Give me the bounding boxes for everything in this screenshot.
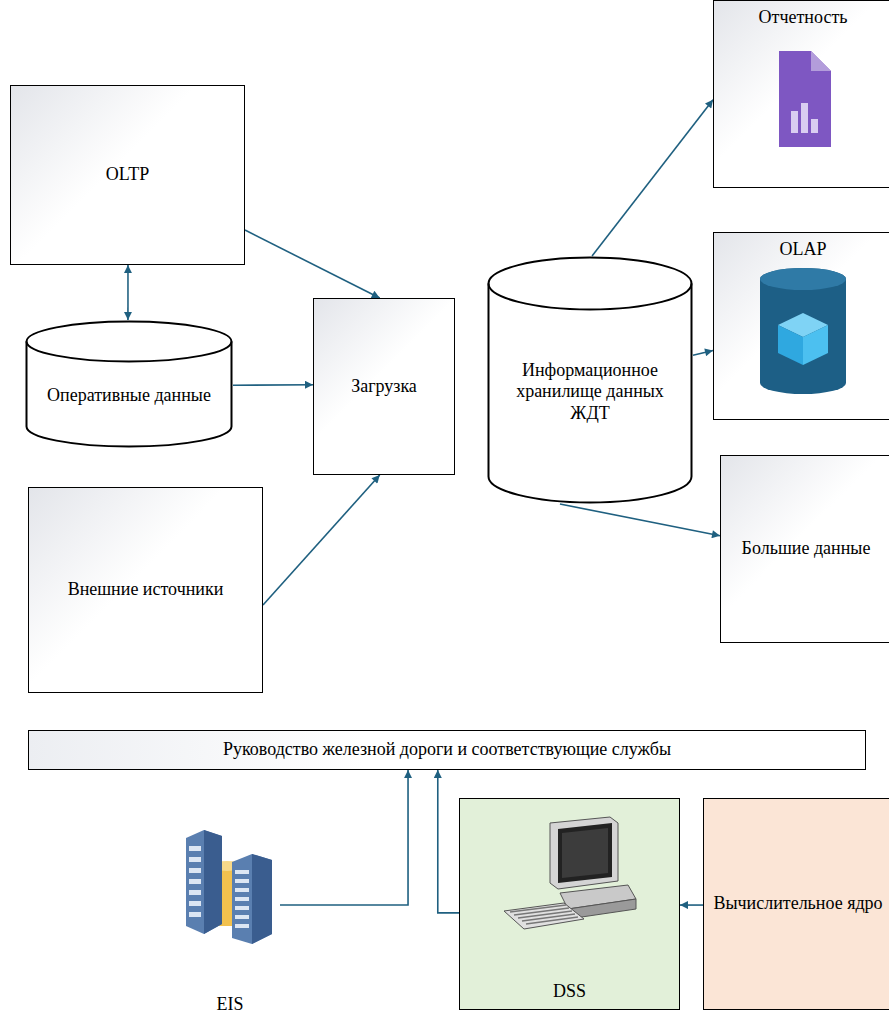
connector-arrow [560, 504, 720, 536]
icon-part [518, 911, 572, 918]
output-box: Отчетность [713, 0, 889, 188]
core-box: Вычислительное ядро [703, 798, 889, 1010]
icon-part [189, 857, 201, 862]
icon-part [232, 854, 272, 944]
connector-arrow [680, 904, 703, 906]
node-label: Информационное хранилище данных ЖДТ [495, 360, 685, 425]
node-label: Оперативные данные [47, 385, 211, 407]
warehouse-cylinder: Информационное хранилище данных ЖДТ [487, 256, 693, 504]
node-label: Большие данные [742, 538, 871, 560]
cylinder-outline [25, 320, 233, 448]
icon-part [760, 268, 846, 290]
icon-part [562, 828, 608, 878]
connector-arrow [280, 770, 408, 905]
connector-arrow [263, 475, 380, 605]
icon-part [235, 897, 249, 901]
icon-part [550, 817, 618, 889]
database-cylinder: Оперативные данные [25, 320, 233, 448]
icon-part [504, 903, 584, 929]
cylinder-rim [27, 342, 232, 362]
icon-part [189, 846, 201, 851]
cylinder-body [27, 322, 232, 447]
process-box: OLTP [10, 85, 245, 265]
management-band: Руководство железной дороги и соответств… [28, 730, 866, 770]
icon-part [811, 51, 831, 71]
icon-part [189, 868, 201, 873]
icon-part [189, 912, 201, 917]
connector-arrow [438, 770, 459, 913]
icon-part [558, 823, 612, 883]
icon-part [811, 119, 818, 133]
output-box: Большие данные [720, 455, 889, 643]
icon-part [186, 830, 222, 934]
icon-part [235, 870, 249, 874]
icon-part [778, 325, 803, 365]
node-label: OLAP [779, 239, 826, 261]
node-label: EIS [217, 994, 244, 1016]
connector-arrow [592, 100, 713, 256]
connector-arrow [693, 350, 713, 355]
icon-part [235, 888, 249, 892]
cylinder-outline [487, 256, 693, 504]
eis-node: EIS [180, 808, 280, 1016]
icon-part [791, 111, 798, 133]
icon-part [189, 901, 201, 906]
icon-part [514, 908, 569, 915]
icon-part [779, 51, 831, 147]
connector-arrow [127, 265, 129, 320]
icon-part [204, 830, 222, 934]
icon-part [189, 879, 201, 884]
icon-part [803, 325, 828, 365]
icon-part [510, 905, 566, 912]
icon-part [760, 268, 846, 394]
node-label: Руководство железной дороги и соответств… [223, 739, 671, 761]
node-label: DSS [553, 981, 586, 1003]
output-box: OLAP [713, 232, 889, 420]
node-label: Вычислительное ядро [713, 893, 882, 915]
icon-part [252, 854, 272, 944]
node-label: Загрузка [351, 376, 417, 398]
connector-arrow [245, 230, 380, 298]
source-box: Внешние источники [28, 487, 263, 693]
cube-database-icon [758, 267, 848, 395]
server-icon [182, 826, 278, 946]
cylinder-rim [489, 284, 692, 310]
connector-arrow [233, 384, 313, 386]
cylinder-body [489, 258, 692, 503]
computer-icon [500, 815, 640, 935]
node-label: Внешние источники [68, 579, 224, 601]
icon-part [801, 103, 808, 133]
node-label: Отчетность [759, 7, 848, 29]
dss-box: DSS [459, 798, 680, 1010]
report-icon [771, 49, 835, 149]
process-box: Загрузка [313, 298, 455, 475]
icon-part [235, 924, 249, 928]
icon-part [235, 915, 249, 919]
icon-part [235, 879, 249, 883]
icon-part [522, 914, 575, 921]
icon-part [189, 890, 201, 895]
icon-part [235, 906, 249, 910]
icon-part [526, 917, 578, 924]
node-label: OLTP [106, 164, 149, 186]
